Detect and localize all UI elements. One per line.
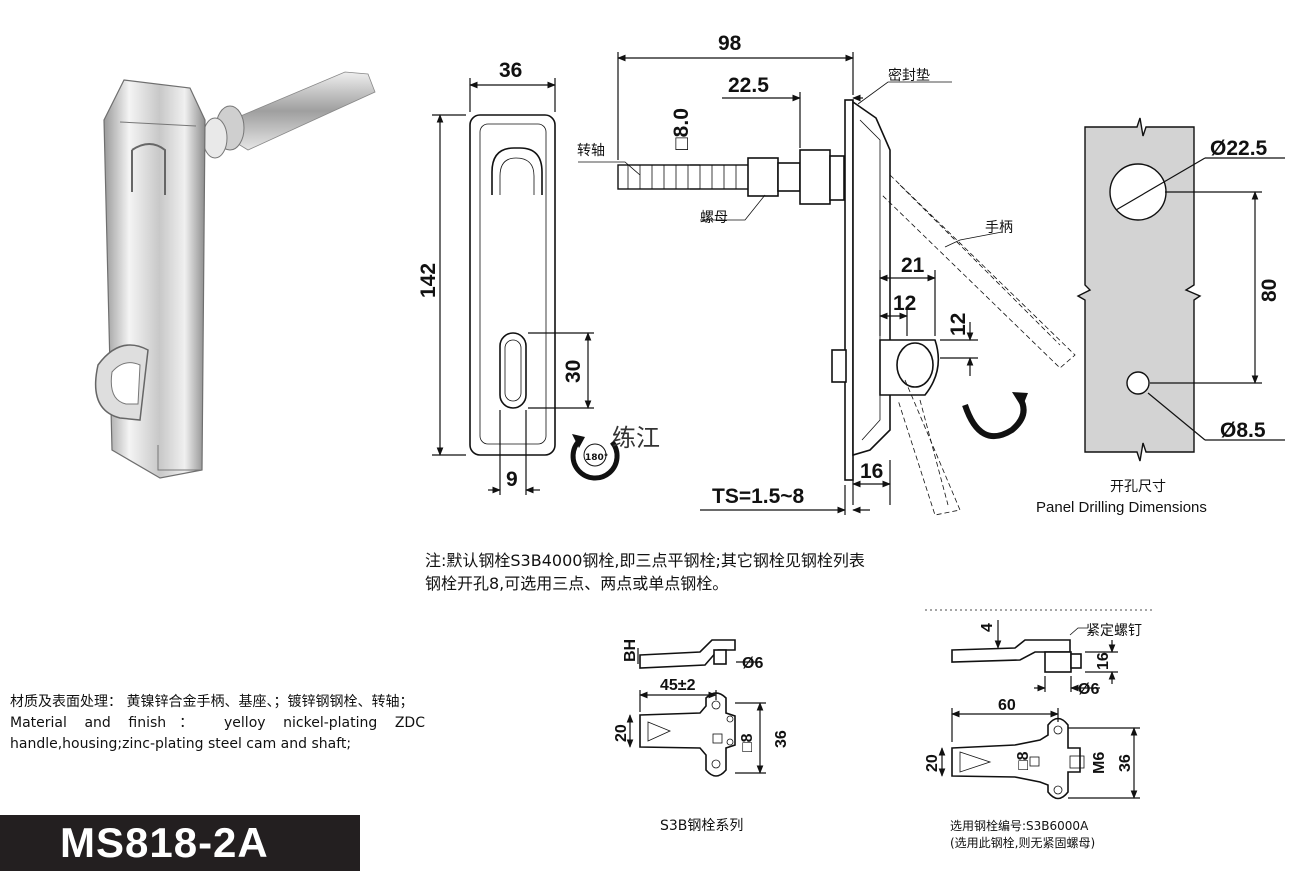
note-line-1: 注:默认钢栓S3B4000钢栓,即三点平钢栓;其它钢栓见钢栓列表	[425, 551, 865, 570]
watermark: 练江	[612, 424, 660, 452]
cam-left-drawing	[626, 639, 766, 777]
dim-hole-large: Ø22.5	[1210, 137, 1268, 160]
material-finish: 材质及表面处理： 黄镍锌合金手柄、基座、；镀锌钢钢栓、转轴； Material …	[10, 692, 425, 755]
cam-left-bolt-dia: Ø6	[742, 655, 763, 672]
rotation-label: 180°	[585, 453, 608, 463]
panel-caption-cn: 开孔尺寸	[1110, 479, 1166, 495]
cam-right-height: 36	[1117, 754, 1134, 772]
cam-right-caption-2: (选用此钢栓,则无紧固螺母)	[950, 835, 1095, 850]
dim-hole-small: Ø8.5	[1220, 419, 1266, 442]
model-number: MS818-2A	[60, 819, 269, 866]
dim-shaft-offset: 22.5	[728, 74, 769, 97]
dim-slot-width: 9	[506, 468, 518, 491]
cam-left-caption: S3B钢栓系列	[660, 818, 743, 834]
product-render	[94, 71, 376, 479]
cam-right-thickness: 4	[979, 623, 996, 632]
dim-front-width: 36	[499, 59, 522, 82]
dim-cam-width: 21	[901, 254, 925, 277]
label-nut: 螺母	[700, 210, 728, 226]
cam-left-height: 36	[773, 730, 790, 748]
cam-right-screw-height: 16	[1095, 652, 1112, 670]
label-set-screw: 紧定螺钉	[1086, 623, 1142, 639]
cam-right-caption-1: 选用钢栓编号:S3B6000A	[950, 818, 1089, 833]
cam-left-width: 20	[613, 724, 630, 742]
cam-left-length: 45±2	[660, 677, 696, 694]
model-banner: MS818-2A	[0, 815, 360, 871]
cam-right-square: □8	[1015, 751, 1032, 770]
cam-right-drawing	[925, 609, 1155, 800]
cam-left-square: □8	[739, 733, 756, 752]
cam-right-thread: M6	[1091, 752, 1108, 774]
label-handle: 手柄	[985, 220, 1013, 236]
dim-hole-spacing: 80	[1258, 279, 1281, 302]
dim-cam-inner: 12	[893, 292, 916, 315]
label-gasket: 密封垫	[888, 67, 930, 84]
cam-right-length: 60	[998, 697, 1016, 714]
cam-right-bolt-dia: Ø6	[1078, 681, 1099, 698]
dim-slot-height: 30	[562, 360, 585, 383]
dim-total-length: 98	[718, 32, 742, 55]
dim-cam-height: 12	[947, 313, 970, 336]
front-view	[432, 78, 620, 495]
material-en-1: Material and finish： yelloy nickel-plati…	[10, 715, 425, 731]
cam-left-bh: BH	[622, 639, 639, 662]
note-line-2: 钢栓开孔8,可选用三点、两点或单点钢栓。	[425, 574, 729, 593]
label-shaft: 转轴	[577, 143, 605, 159]
dim-panel-thickness: TS=1.5~8	[712, 485, 805, 508]
dim-handle-depth: 16	[860, 460, 883, 483]
dim-front-height: 142	[417, 263, 440, 298]
material-cn: 材质及表面处理： 黄镍锌合金手柄、基座、；镀锌钢钢栓、转轴；	[10, 694, 414, 710]
cam-right-width: 20	[924, 754, 941, 772]
side-view	[578, 52, 1076, 516]
dim-shaft-square: □8.0	[670, 108, 693, 150]
panel-drilling	[1076, 117, 1285, 462]
material-en-2: handle,housing;zinc-plating steel cam an…	[10, 736, 352, 752]
panel-caption-en: Panel Drilling Dimensions	[1036, 499, 1207, 516]
